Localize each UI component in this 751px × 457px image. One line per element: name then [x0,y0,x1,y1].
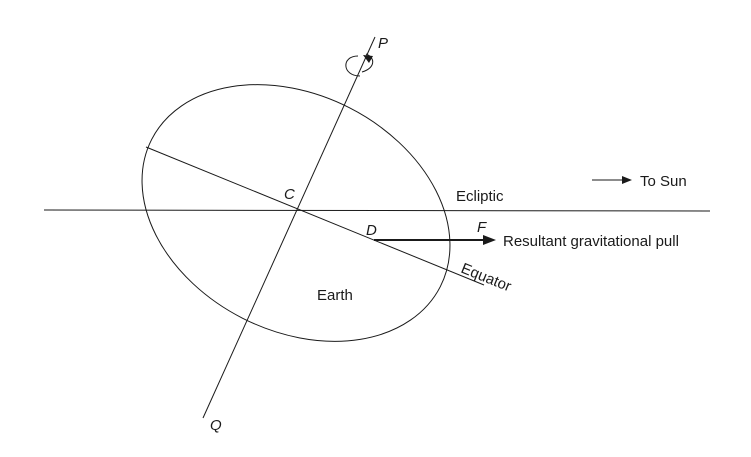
label-equator: Equator [459,260,514,295]
label-f: F [477,219,487,236]
equator-line [145,146,485,286]
label-d: D [366,222,377,239]
label-ecliptic: Ecliptic [456,188,504,205]
to-sun-arrowhead [622,176,632,184]
label-q: Q [210,417,222,434]
rotation-axis-pq [202,36,376,419]
earth-ellipse [141,84,451,342]
ecliptic-line [43,209,711,212]
label-p: P [378,35,388,52]
rotation-arrow-icon [345,53,374,77]
label-to-sun: To Sun [640,173,687,190]
label-resultant-pull: Resultant gravitational pull [503,233,679,250]
resultant-pull-arrowhead [483,235,496,245]
label-earth: Earth [317,287,353,304]
label-c: C [284,186,295,203]
